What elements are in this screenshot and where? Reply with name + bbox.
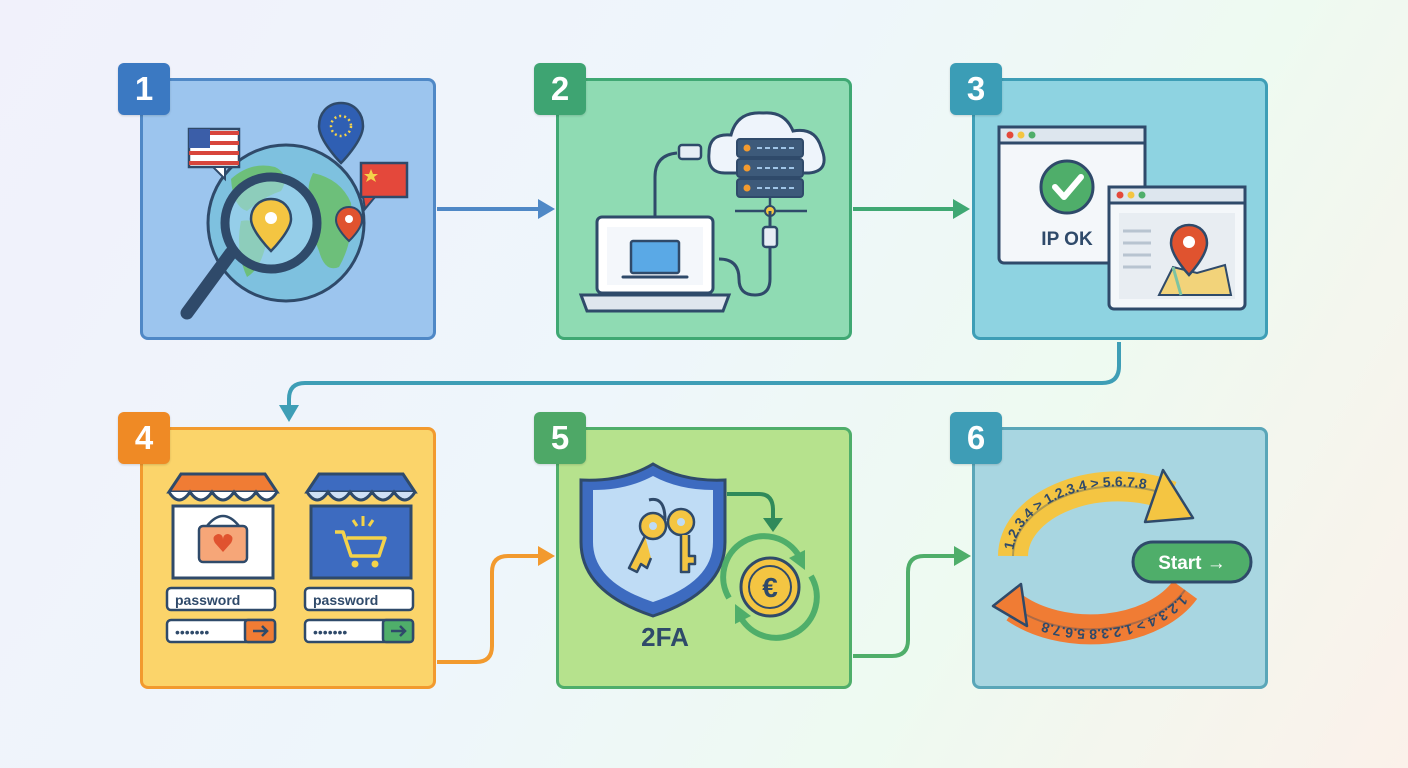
ip-check-illustration: IP OK	[997, 125, 1247, 311]
shop-icon	[166, 472, 280, 580]
start-button-label: Start →	[1158, 553, 1226, 574]
arrow-2-to-3	[853, 199, 970, 219]
keys-icon	[627, 497, 697, 574]
ip-rotation-illustration: 1.2.3.4 > 1.2.3.4 > 5.6.7.8 1.2.3.4 > 1.…	[991, 468, 1253, 645]
arrow-1-to-2	[437, 199, 555, 219]
flag-us-icon	[187, 127, 241, 182]
store-accounts-illustration: password password ••••••• •••••••	[165, 472, 418, 644]
location-pin-icon	[249, 197, 293, 253]
step-4-panel: password password ••••••• •••••••	[140, 427, 436, 689]
step-3-badge: 3	[950, 63, 1002, 115]
map-pin-icon	[334, 205, 364, 243]
step-3-panel: IP OK	[972, 78, 1268, 340]
cable-icon	[653, 143, 779, 297]
arrow-3-to-4	[279, 342, 1121, 422]
masked-password-b: •••••••	[313, 624, 347, 640]
password-field-b[interactable]: password	[303, 586, 415, 612]
masked-password-a: •••••••	[175, 624, 209, 640]
step-6-panel: 1.2.3.4 > 1.2.3.4 > 5.6.7.8 1.2.3.4 > 1.…	[972, 427, 1268, 689]
checkmark-icon	[1039, 159, 1095, 215]
cycle-arrows-icon	[720, 533, 820, 641]
password-label-b: password	[313, 592, 378, 608]
flag-eu-pin-icon	[317, 101, 365, 165]
map-browser-window-icon	[1107, 185, 1247, 311]
step-4-badge: 4	[118, 412, 170, 464]
currency-symbol: €	[762, 572, 778, 603]
masked-input-a[interactable]: •••••••	[165, 618, 277, 644]
redirect-arrow-icon	[727, 492, 783, 532]
step-1-badge: 1	[118, 63, 170, 115]
remote-connection-illustration	[578, 111, 826, 313]
step-2-panel	[556, 78, 852, 340]
two-factor-illustration: € 2FA	[579, 462, 820, 652]
cloud-server-icon	[707, 111, 826, 217]
step-2-badge: 2	[534, 63, 586, 115]
step-5-panel: € 2FA	[556, 427, 852, 689]
ip-ok-label: IP OK	[1041, 229, 1093, 250]
map-pin-icon	[1169, 223, 1209, 277]
step-5-badge: 5	[534, 412, 586, 464]
shop-icon-blue	[304, 472, 418, 580]
step-6-badge: 6	[950, 412, 1002, 464]
cart-icon	[335, 516, 387, 568]
geo-lookup-illustration	[180, 101, 409, 320]
step-1-panel	[140, 78, 436, 340]
arrow-4-to-5	[437, 546, 555, 664]
euro-coin-icon: €	[739, 556, 801, 618]
basket-icon	[197, 514, 249, 564]
password-field-a[interactable]: password	[165, 586, 277, 612]
masked-input-b[interactable]: •••••••	[303, 618, 415, 644]
magnifier-icon	[180, 172, 322, 320]
laptop-icon	[578, 215, 732, 313]
start-button[interactable]: Start →	[1131, 540, 1253, 584]
arrow-5-to-6	[853, 546, 971, 658]
two-fa-label: 2FA	[641, 622, 689, 652]
password-label-a: password	[175, 592, 240, 608]
flag-cn-icon	[359, 161, 409, 212]
